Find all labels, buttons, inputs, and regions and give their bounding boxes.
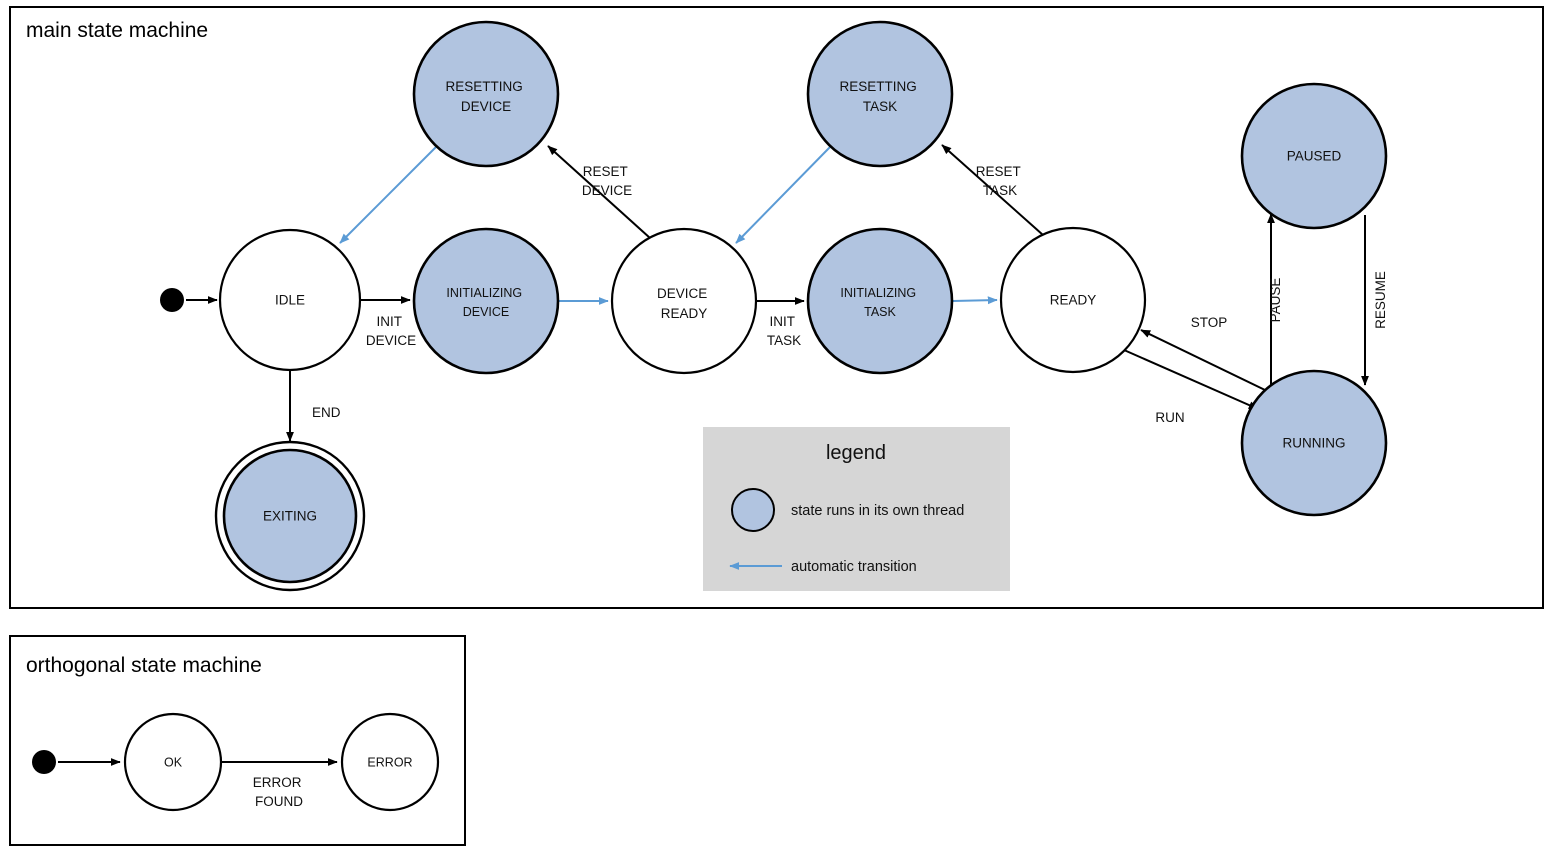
initial-state-dot bbox=[160, 288, 184, 312]
transition-label-init-task: INIT TASK bbox=[767, 314, 801, 348]
state-running[interactable]: RUNNING bbox=[1240, 369, 1388, 517]
legend-title: legend bbox=[826, 442, 886, 464]
state-exiting-label: EXITING bbox=[263, 509, 317, 524]
transition-running-ready[interactable] bbox=[1140, 329, 1266, 391]
state-paused-circle[interactable] bbox=[1240, 82, 1388, 230]
transition-label-init-device: INIT DEVICE bbox=[366, 314, 416, 348]
main-state-machine-frame: main state machine bbox=[9, 6, 1544, 609]
state-ready-label: READY bbox=[1050, 293, 1097, 308]
state-device-ready[interactable]: DEVICE READY bbox=[610, 227, 758, 375]
state-initializing-device[interactable]: INITIALIZING DEVICE bbox=[412, 227, 560, 375]
orthogonal-frame-title: orthogonal state machine bbox=[26, 654, 262, 677]
state-running-circle[interactable] bbox=[1240, 369, 1388, 517]
state-idle[interactable]: IDLE bbox=[218, 228, 362, 372]
transition-label-reset-task: RESET TASK bbox=[976, 164, 1025, 198]
transition-label-reset-device: RESET DEVICE bbox=[582, 164, 632, 198]
orthogonal-frame-border bbox=[9, 635, 466, 846]
state-initializing-task-circle[interactable] bbox=[806, 227, 954, 375]
legend-item-automatic-transition-label: automatic transition bbox=[791, 559, 917, 575]
legend-item-thread-state-label: state runs in its own thread bbox=[791, 503, 964, 519]
state-ok[interactable]: OK bbox=[123, 712, 223, 812]
main-frame-border bbox=[9, 6, 1544, 609]
transition-label-stop: STOP bbox=[1191, 315, 1228, 330]
transition-label-error-found: ERROR FOUND bbox=[253, 775, 306, 809]
state-idle-circle[interactable] bbox=[218, 228, 362, 372]
main-states: IDLE INITIALIZING DEVICE DEVICE READY bbox=[160, 20, 1388, 592]
state-resetting-device-label: RESETTING DEVICE bbox=[445, 79, 526, 114]
state-ready[interactable]: READY bbox=[999, 226, 1147, 374]
state-error-label: ERROR bbox=[367, 755, 412, 769]
transition-label-run: RUN bbox=[1155, 410, 1184, 425]
transition-device-ready-resetting-device[interactable] bbox=[547, 145, 651, 239]
state-initializing-task[interactable]: INITIALIZING TASK bbox=[806, 227, 954, 375]
transition-resetting-device-idle[interactable] bbox=[339, 145, 438, 244]
state-resetting-task-circle[interactable] bbox=[806, 20, 954, 168]
state-resetting-task[interactable]: RESETTING TASK bbox=[806, 20, 954, 168]
legend: legend state runs in its own thread auto… bbox=[703, 427, 1010, 591]
state-initializing-device-label: INITIALIZING DEVICE bbox=[446, 286, 525, 319]
transition-ready-resetting-task[interactable] bbox=[941, 144, 1044, 236]
state-paused-label: PAUSED bbox=[1287, 149, 1342, 164]
state-error[interactable]: ERROR bbox=[340, 712, 440, 812]
main-transitions bbox=[186, 144, 1369, 442]
state-resetting-device-circle[interactable] bbox=[412, 20, 560, 168]
state-error-circle[interactable] bbox=[340, 712, 440, 812]
state-idle-label: IDLE bbox=[275, 293, 305, 308]
state-resetting-task-label: RESETTING TASK bbox=[839, 79, 920, 114]
legend-thread-state-icon bbox=[731, 488, 775, 532]
state-initializing-device-circle[interactable] bbox=[412, 227, 560, 375]
state-ok-label: OK bbox=[164, 755, 183, 769]
state-exiting-circle[interactable] bbox=[222, 448, 358, 584]
transition-resetting-task-device-ready[interactable] bbox=[735, 145, 832, 244]
state-running-label: RUNNING bbox=[1283, 436, 1346, 451]
transition-label-pause: PAUSE bbox=[1268, 278, 1283, 323]
state-device-ready-label: DEVICE READY bbox=[657, 286, 711, 321]
main-transition-labels: INIT DEVICE INIT TASK RESET DEVICE RESET… bbox=[312, 164, 1388, 425]
transition-initializing-task-ready[interactable] bbox=[952, 296, 998, 305]
transition-ready-running[interactable] bbox=[1123, 349, 1259, 410]
orthogonal-initial-state-dot bbox=[32, 750, 56, 774]
state-exiting[interactable]: EXITING bbox=[214, 440, 366, 592]
transition-label-resume: RESUME bbox=[1373, 271, 1388, 329]
transition-label-end: END bbox=[312, 405, 341, 420]
orthogonal-state-machine-frame: orthogonal state machine ERROR FOUND OK … bbox=[9, 635, 466, 846]
state-device-ready-circle[interactable] bbox=[610, 227, 758, 375]
state-paused[interactable]: PAUSED bbox=[1240, 82, 1388, 230]
main-frame-title: main state machine bbox=[26, 19, 208, 42]
state-ready-circle[interactable] bbox=[999, 226, 1147, 374]
state-initializing-task-label: INITIALIZING TASK bbox=[840, 286, 919, 319]
state-resetting-device[interactable]: RESETTING DEVICE bbox=[412, 20, 560, 168]
state-ok-circle[interactable] bbox=[123, 712, 223, 812]
